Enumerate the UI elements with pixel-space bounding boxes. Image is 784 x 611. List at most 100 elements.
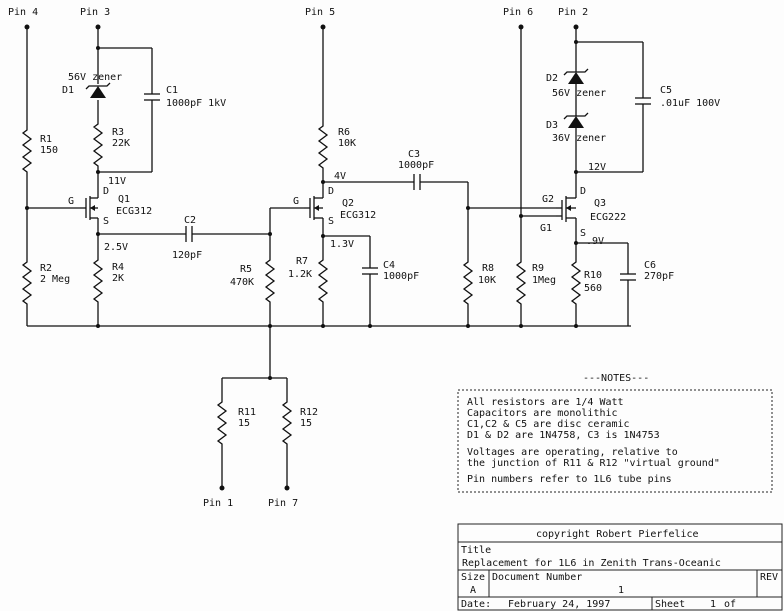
r5-value: 470K [230, 277, 254, 288]
r6-name: R6 [338, 127, 350, 138]
date-label: Date: [461, 599, 491, 610]
docnum-label: Document Number [492, 572, 582, 583]
notes-border [457, 389, 773, 493]
r2-name: R2 [40, 263, 52, 274]
v09-label: .9V [586, 236, 604, 247]
r3-symbol [93, 119, 103, 171]
r12-symbol [282, 397, 292, 449]
notes-line-1: All resistors are 1/4 Watt [467, 397, 624, 408]
pin7-label: Pin 7 [268, 498, 298, 509]
copyright-text: copyright Robert Pierfelice [536, 529, 699, 540]
r3-name: R3 [112, 127, 124, 138]
notes-line-5: Voltages are operating, relative to [467, 447, 678, 458]
r4-symbol [93, 255, 103, 307]
sheet-label: Sheet [655, 599, 685, 610]
v11-label: 11V [108, 176, 126, 187]
junction-dots [24, 24, 579, 491]
v25-label: 2.5V [104, 242, 128, 253]
date-value: February 24, 1997 [508, 599, 610, 610]
r4-value: 2K [112, 273, 124, 284]
c1-value: 1000pF 1kV [166, 98, 226, 109]
title-text: Replacement for 1L6 in Zenith Trans-Ocea… [462, 558, 721, 569]
r7-symbol [318, 255, 328, 307]
d1-symbol [85, 82, 111, 98]
r1-value: 150 [40, 145, 58, 156]
c6-name: C6 [644, 260, 656, 271]
c4-name: C4 [383, 260, 395, 271]
d3-name: D3 [546, 120, 558, 131]
r2-symbol [22, 257, 32, 309]
q3-source-label: S [580, 228, 586, 239]
r9-name: R9 [532, 263, 544, 274]
q3-name: Q3 [594, 198, 606, 209]
c3-name: C3 [408, 149, 420, 160]
r11-symbol [217, 397, 227, 449]
r9-symbol [516, 257, 526, 309]
d2-value: 56V zener [552, 88, 606, 99]
d2-name: D2 [546, 73, 558, 84]
wiring [26, 27, 644, 488]
r11-value: 15 [238, 418, 250, 429]
q1-symbol [80, 196, 99, 220]
capacitors [144, 93, 651, 281]
pin2-label: Pin 2 [558, 7, 588, 18]
q1-source-label: S [103, 216, 109, 227]
c6-value: 270pF [644, 271, 674, 282]
pin6-label: Pin 6 [503, 7, 533, 18]
q3-gate1-label: G1 [540, 223, 552, 234]
notes-line-4: D1 & D2 are 1N4758, C3 is 1N4753 [467, 430, 660, 441]
c1-name: C1 [166, 85, 178, 96]
c2-name: C2 [184, 215, 196, 226]
pin1-label: Pin 1 [203, 498, 233, 509]
r9-value: 1Meg [532, 275, 556, 286]
of-label: of [724, 599, 736, 610]
r1-name: R1 [40, 134, 52, 145]
r10-name: R10 [584, 270, 602, 281]
pin4-label: Pin 4 [8, 7, 38, 18]
q3-gate2-label: G2 [542, 194, 554, 205]
c2-symbol [185, 226, 193, 242]
rev-label: REV [760, 572, 778, 583]
notes-line-2: Capacitors are monolithic [467, 408, 618, 419]
q2-drain-label: D [328, 186, 334, 197]
r7-value: 1.2K [288, 269, 312, 280]
q2-part: ECG312 [340, 210, 376, 221]
d1-value: 56V zener [68, 72, 122, 83]
v12-label: 12V [588, 162, 606, 173]
r8-name: R8 [482, 263, 494, 274]
transistors [80, 194, 577, 222]
r6-symbol [318, 121, 328, 173]
component-labels: R1 150 R2 2 Meg R3 22K R4 2K R5 470K R6 … [40, 72, 720, 429]
v13-label: 1.3V [330, 239, 354, 250]
r10-symbol [571, 257, 581, 309]
pin5-label: Pin 5 [305, 7, 335, 18]
pin3-label: Pin 3 [80, 7, 110, 18]
q2-gate-label: G [293, 196, 299, 207]
r8-value: 10K [478, 275, 496, 286]
q3-part: ECG222 [590, 212, 626, 223]
c5-value: .01uF 100V [660, 98, 720, 109]
q2-symbol [304, 196, 324, 220]
q1-name: Q1 [118, 194, 130, 205]
d3-symbol [563, 112, 589, 128]
r1-symbol [22, 125, 32, 177]
q3-symbol [556, 194, 577, 222]
c3-symbol [413, 174, 421, 190]
q1-part: ECG312 [116, 206, 152, 217]
notes-heading: ---NOTES--- [583, 373, 649, 384]
r6-value: 10K [338, 138, 356, 149]
d2-symbol [563, 68, 589, 84]
r5-name: R5 [240, 264, 252, 275]
r7-name: R7 [296, 256, 308, 267]
terminal-labels: G D S G D S G2 G1 D S [68, 186, 586, 239]
d3-value: 36V zener [552, 133, 606, 144]
r5-symbol [265, 255, 275, 307]
zener-diodes [85, 68, 589, 128]
r10-value: 560 [584, 283, 602, 294]
r3-value: 22K [112, 138, 130, 149]
docnum-value: 1 [618, 585, 624, 596]
q3-drain-label: D [580, 186, 586, 197]
sheet-value: 1 [710, 599, 716, 610]
